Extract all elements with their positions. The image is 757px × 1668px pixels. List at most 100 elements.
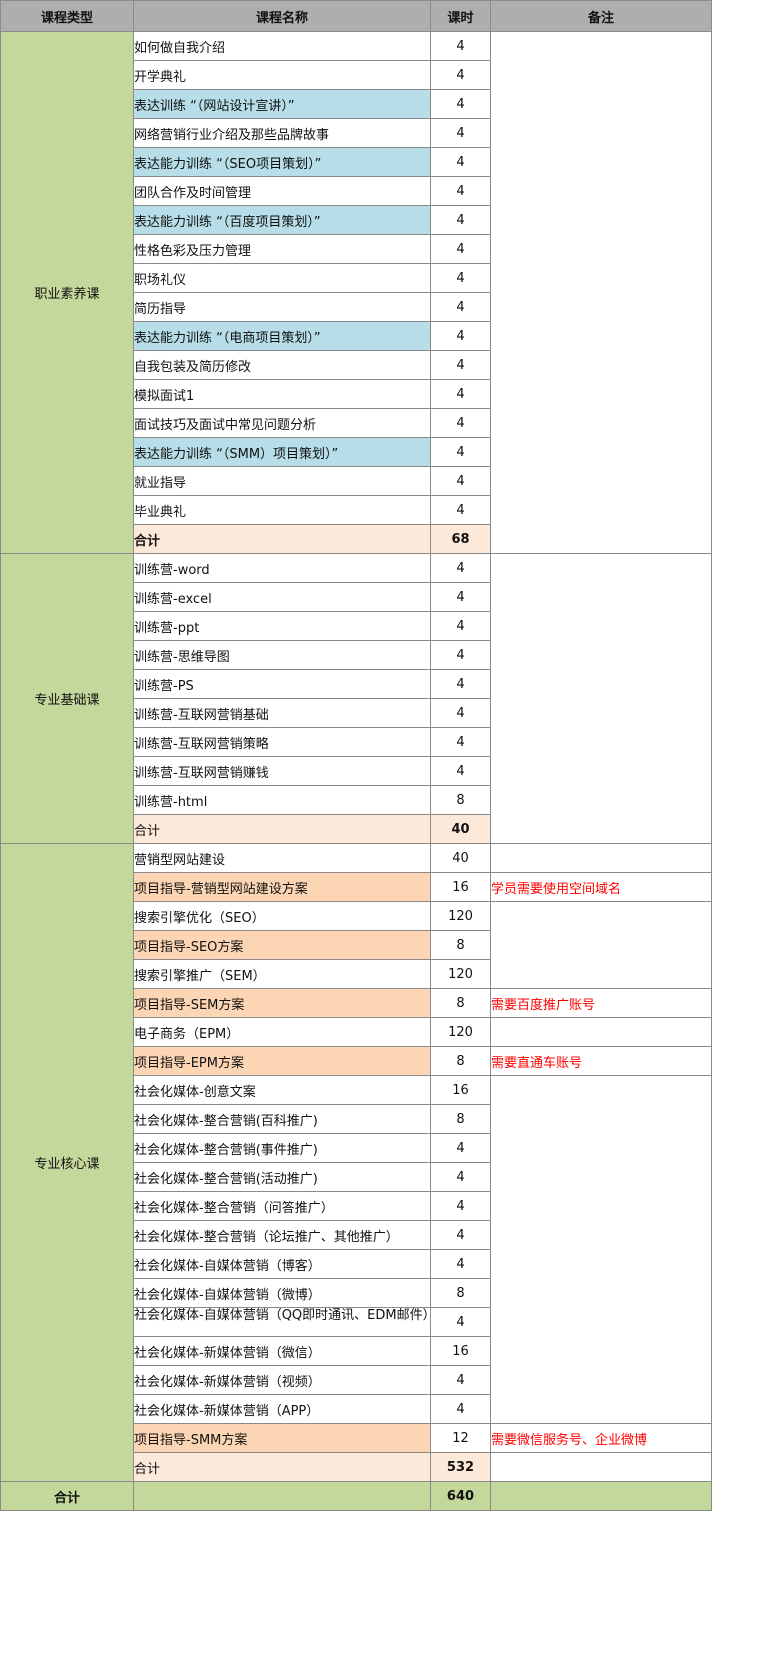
course-hours-cell[interactable]: 4 [430,1220,491,1250]
course-hours-cell[interactable]: 8 [430,930,491,960]
course-name-cell[interactable]: 训练营-互联网营销赚钱 [133,756,431,786]
subtotal-hours[interactable]: 40 [430,814,491,844]
course-name-cell[interactable]: 社会化媒体-新媒体营销（APP） [133,1394,431,1424]
course-name-cell[interactable]: 项目指导-营销型网站建设方案 [133,872,431,902]
course-hours-cell[interactable]: 4 [430,437,491,467]
course-hours-cell[interactable]: 4 [430,350,491,380]
course-hours-cell[interactable]: 4 [430,118,491,148]
course-hours-cell[interactable]: 4 [430,640,491,670]
course-hours-cell[interactable]: 4 [430,176,491,206]
course-hours-cell[interactable]: 4 [430,321,491,351]
course-name-cell[interactable]: 表达能力训练 “（SEO项目策划）” [133,147,431,177]
course-name-cell[interactable]: 表达能力训练 “（电商项目策划）” [133,321,431,351]
course-hours-cell[interactable]: 4 [430,31,491,61]
course-hours-cell[interactable]: 4 [430,408,491,438]
course-hours-cell[interactable]: 4 [430,466,491,496]
course-hours-cell[interactable]: 4 [430,727,491,757]
course-hours-cell[interactable]: 4 [430,292,491,322]
course-hours-cell[interactable]: 4 [430,1365,491,1395]
note-cell-empty[interactable] [490,553,712,844]
course-hours-cell[interactable]: 8 [430,785,491,815]
note-cell-empty[interactable] [490,1075,712,1424]
course-name-cell[interactable]: 社会化媒体-整合营销(百科推广) [133,1104,431,1134]
course-hours-cell[interactable]: 40 [430,843,491,873]
course-name-cell[interactable]: 社会化媒体-整合营销(活动推广) [133,1162,431,1192]
course-hours-cell[interactable]: 4 [430,60,491,90]
course-name-cell[interactable]: 社会化媒体-自媒体营销（QQ即时通讯、EDM邮件） [133,1307,431,1337]
course-name-cell[interactable]: 社会化媒体-新媒体营销（视频） [133,1365,431,1395]
course-type-cell[interactable]: 专业核心课 [0,843,134,1482]
course-name-cell[interactable]: 项目指导-SEO方案 [133,930,431,960]
note-cell[interactable]: 需要微信服务号、企业微博 [490,1423,712,1453]
course-hours-cell[interactable]: 4 [430,1394,491,1424]
course-hours-cell[interactable]: 4 [430,698,491,728]
course-name-cell[interactable]: 项目指导-SMM方案 [133,1423,431,1453]
note-cell-empty[interactable] [490,843,712,873]
header-hours[interactable]: 课时 [430,0,491,32]
course-name-cell[interactable]: 网络营销行业介绍及那些品牌故事 [133,118,431,148]
course-hours-cell[interactable]: 120 [430,1017,491,1047]
course-name-cell[interactable]: 训练营-互联网营销基础 [133,698,431,728]
course-name-cell[interactable]: 社会化媒体-自媒体营销（微博） [133,1278,431,1308]
course-name-cell[interactable]: 社会化媒体-整合营销(事件推广) [133,1133,431,1163]
course-name-cell[interactable]: 如何做自我介绍 [133,31,431,61]
course-hours-cell[interactable]: 4 [430,1307,491,1337]
grand-total-name-empty[interactable] [133,1481,431,1511]
grand-total-hours[interactable]: 640 [430,1481,491,1511]
subtotal-label[interactable]: 合计 [133,814,431,844]
course-name-cell[interactable]: 训练营-word [133,553,431,583]
course-hours-cell[interactable]: 12 [430,1423,491,1453]
course-name-cell[interactable]: 营销型网站建设 [133,843,431,873]
course-name-cell[interactable]: 表达训练 “（网站设计宣讲）” [133,89,431,119]
course-hours-cell[interactable]: 4 [430,263,491,293]
course-name-cell[interactable]: 团队合作及时间管理 [133,176,431,206]
course-type-cell[interactable]: 职业素养课 [0,31,134,554]
header-course-type[interactable]: 课程类型 [0,0,134,32]
course-hours-cell[interactable]: 4 [430,495,491,525]
course-hours-cell[interactable]: 4 [430,205,491,235]
course-name-cell[interactable]: 毕业典礼 [133,495,431,525]
course-hours-cell[interactable]: 4 [430,1162,491,1192]
grand-total-note-empty[interactable] [490,1481,712,1511]
course-name-cell[interactable]: 训练营-PS [133,669,431,699]
course-name-cell[interactable]: 社会化媒体-整合营销（论坛推广、其他推广） [133,1220,431,1250]
course-name-cell[interactable]: 就业指导 [133,466,431,496]
course-hours-cell[interactable]: 4 [430,582,491,612]
course-name-cell[interactable]: 训练营-ppt [133,611,431,641]
course-hours-cell[interactable]: 8 [430,1046,491,1076]
course-name-cell[interactable]: 职场礼仪 [133,263,431,293]
course-name-cell[interactable]: 表达能力训练 “（百度项目策划）” [133,205,431,235]
note-cell-empty[interactable] [490,1452,712,1482]
course-name-cell[interactable]: 社会化媒体-整合营销（问答推广） [133,1191,431,1221]
course-name-cell[interactable]: 社会化媒体-创意文案 [133,1075,431,1105]
course-name-cell[interactable]: 训练营-思维导图 [133,640,431,670]
subtotal-hours[interactable]: 68 [430,524,491,554]
course-hours-cell[interactable]: 120 [430,901,491,931]
course-name-cell[interactable]: 模拟面试1 [133,379,431,409]
course-hours-cell[interactable]: 4 [430,756,491,786]
course-name-cell[interactable]: 电子商务（EPM） [133,1017,431,1047]
course-hours-cell[interactable]: 8 [430,1278,491,1308]
course-hours-cell[interactable]: 120 [430,959,491,989]
subtotal-label[interactable]: 合计 [133,1452,431,1482]
course-hours-cell[interactable]: 4 [430,147,491,177]
note-cell-empty[interactable] [490,901,712,989]
course-name-cell[interactable]: 训练营-互联网营销策略 [133,727,431,757]
course-name-cell[interactable]: 搜索引擎优化（SEO） [133,901,431,931]
course-name-cell[interactable]: 自我包装及简历修改 [133,350,431,380]
header-note[interactable]: 备注 [490,0,712,32]
note-cell[interactable]: 学员需要使用空间域名 [490,872,712,902]
course-name-cell[interactable]: 社会化媒体-自媒体营销（博客） [133,1249,431,1279]
course-name-cell[interactable]: 社会化媒体-新媒体营销（微信） [133,1336,431,1366]
grand-total-label[interactable]: 合计 [0,1481,134,1511]
course-name-cell[interactable]: 表达能力训练 “（SMM）项目策划）” [133,437,431,467]
subtotal-hours[interactable]: 532 [430,1452,491,1482]
course-name-cell[interactable]: 性格色彩及压力管理 [133,234,431,264]
note-cell[interactable]: 需要百度推广账号 [490,988,712,1018]
course-hours-cell[interactable]: 4 [430,89,491,119]
course-name-cell[interactable]: 开学典礼 [133,60,431,90]
course-hours-cell[interactable]: 4 [430,379,491,409]
course-name-cell[interactable]: 搜索引擎推广（SEM） [133,959,431,989]
note-cell-empty[interactable] [490,1017,712,1047]
course-hours-cell[interactable]: 8 [430,1104,491,1134]
